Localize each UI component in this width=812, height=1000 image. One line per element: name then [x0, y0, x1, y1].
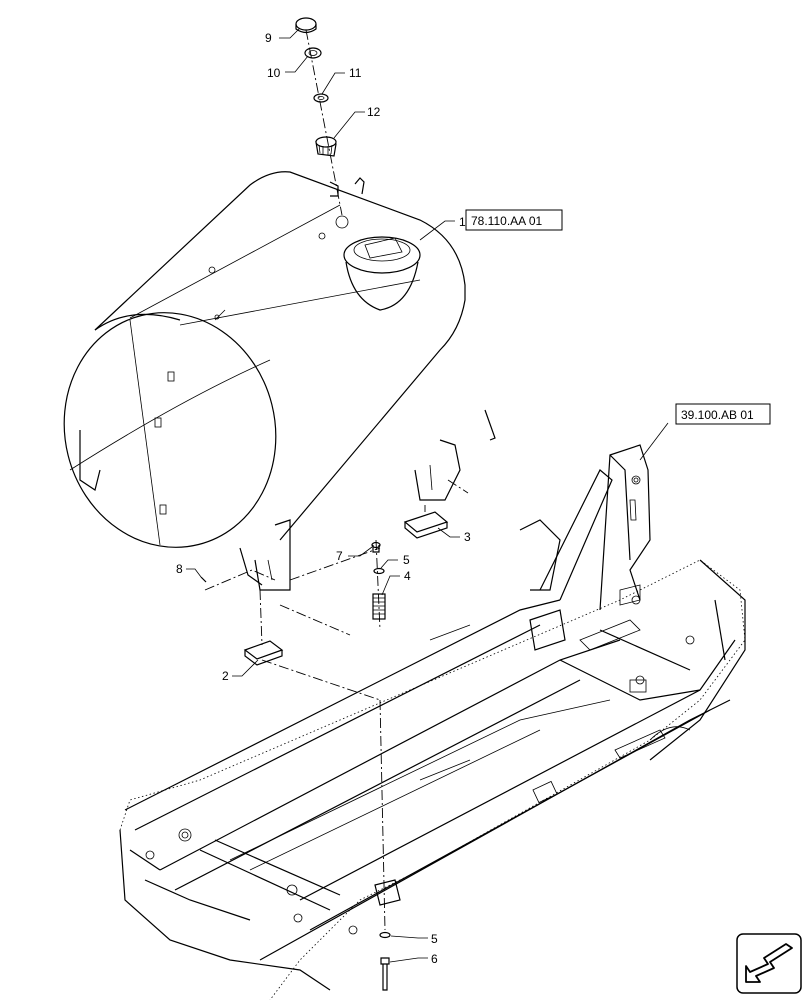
callout-6: 6 — [431, 952, 438, 966]
ref-box-frame[interactable]: 39.100.AB 01 — [675, 403, 771, 425]
part-5-washer-upper — [373, 567, 385, 575]
callout-2: 2 — [222, 669, 229, 683]
assembly-lines — [204, 479, 469, 931]
part-3-pad — [403, 511, 449, 539]
callout-4: 4 — [404, 569, 411, 583]
callout-1: 1 — [459, 215, 466, 229]
callout-11: 11 — [349, 66, 362, 80]
ref-frame-label: 39.100.AB 01 — [681, 408, 754, 422]
ref-box-tank[interactable]: 78.110.AA 01 — [465, 209, 563, 231]
part-6-bolt — [380, 957, 390, 991]
part-2-pad — [243, 640, 284, 666]
part-10-ring — [304, 47, 322, 59]
callout-8: 8 — [176, 562, 183, 576]
leader-lines — [186, 27, 669, 963]
frame-chassis — [119, 444, 746, 1000]
callout-5-upper: 5 — [403, 553, 410, 567]
ref-tank-label: 78.110.AA 01 — [471, 214, 543, 228]
part-12-fitting — [315, 136, 337, 157]
centerline-cap — [305, 29, 343, 216]
callout-9: 9 — [265, 31, 272, 45]
part-8-pin — [200, 576, 207, 583]
hydraulic-tank — [63, 171, 496, 591]
callout-12: 12 — [367, 105, 381, 119]
callout-3: 3 — [464, 530, 471, 544]
callout-10: 10 — [267, 66, 281, 80]
part-5-washer-lower — [379, 931, 391, 939]
part-11-washer — [313, 93, 329, 103]
arrow-down-left-icon[interactable] — [736, 933, 802, 994]
callout-5-lower: 5 — [431, 932, 438, 946]
callout-7: 7 — [336, 549, 343, 563]
